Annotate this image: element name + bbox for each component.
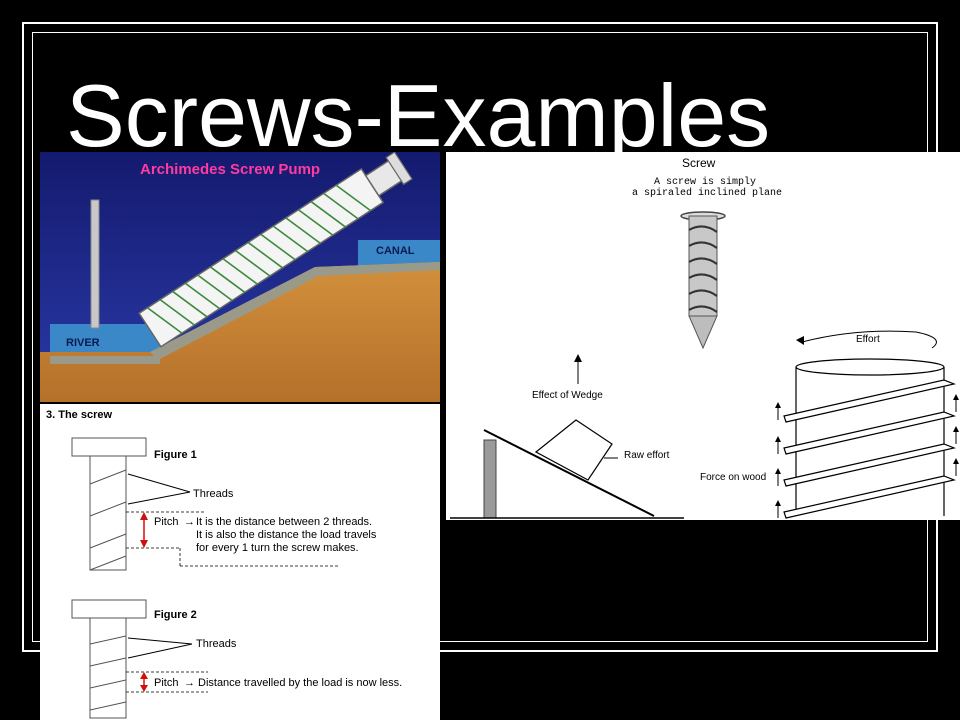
figure1-title: Figure 1 <box>154 449 197 461</box>
figure2-pitch-arrow-icon: → <box>184 677 195 689</box>
screw-pitch-diagram: 3. The screw Figure 1 Threads Pitch → It… <box>40 404 440 720</box>
figure1-pitch-line3: for every 1 turn the screw makes. <box>196 542 359 554</box>
canal-label: CANAL <box>376 245 415 257</box>
pitch-drawing: 3. The screw Figure 1 Threads Pitch → It… <box>46 409 402 719</box>
archimedes-pump-illustration: Archimedes Screw Pump CANAL RIVER <box>40 152 440 402</box>
diagram-caption-line2: a spiraled inclined plane <box>632 187 782 199</box>
figure1-pitch-arrow-icon: → <box>184 516 195 528</box>
figure1-threads-label: Threads <box>193 488 234 500</box>
figure1-pitch-label: Pitch <box>154 516 178 528</box>
pitch-diagram-heading: 3. The screw <box>46 409 112 421</box>
effort-label: Effort <box>856 334 880 345</box>
figure2-title: Figure 2 <box>154 609 197 621</box>
figure2-threads-label: Threads <box>196 638 237 650</box>
river-bed <box>50 356 160 364</box>
figure2-pitch-label: Pitch <box>154 677 178 689</box>
inclined-plane-drawing: Screw A screw is simply a spiraled incli… <box>450 156 959 519</box>
figure1-pitch-line2: It is also the distance the load travels <box>196 529 377 541</box>
screw-inclined-plane-diagram: Screw A screw is simply a spiraled incli… <box>446 152 960 520</box>
diagram-caption-line1: A screw is simply <box>654 176 756 188</box>
figure1-screw <box>71 437 340 571</box>
river-label: RIVER <box>66 337 100 349</box>
pump-drawing: Archimedes Screw Pump CANAL RIVER <box>40 152 440 402</box>
pump-title: Archimedes Screw Pump <box>140 161 320 178</box>
tube-spiral <box>147 184 372 334</box>
earth-bank <box>40 262 440 402</box>
figure1-pitch-line1: It is the distance between 2 threads. <box>196 516 372 528</box>
stone-lining <box>150 262 440 360</box>
river-water <box>50 324 160 356</box>
diagram-heading: Screw <box>682 156 716 170</box>
force-on-wood-label: Force on wood <box>700 472 766 483</box>
crank-hub <box>385 152 413 186</box>
threaded-cylinder-illustration <box>775 330 959 519</box>
wedge-effect-label: Effect of Wedge <box>532 390 603 401</box>
figure2-screw <box>71 599 208 719</box>
slide-title: Screws-Examples <box>66 66 771 165</box>
wood-screw-illustration <box>680 211 726 350</box>
support-pole <box>90 199 100 329</box>
figure2-pitch-text: Distance travelled by the load is now le… <box>198 677 402 689</box>
raw-effort-label: Raw effort <box>624 450 670 461</box>
screw-tube <box>138 152 413 348</box>
wedge-illustration <box>450 354 684 519</box>
